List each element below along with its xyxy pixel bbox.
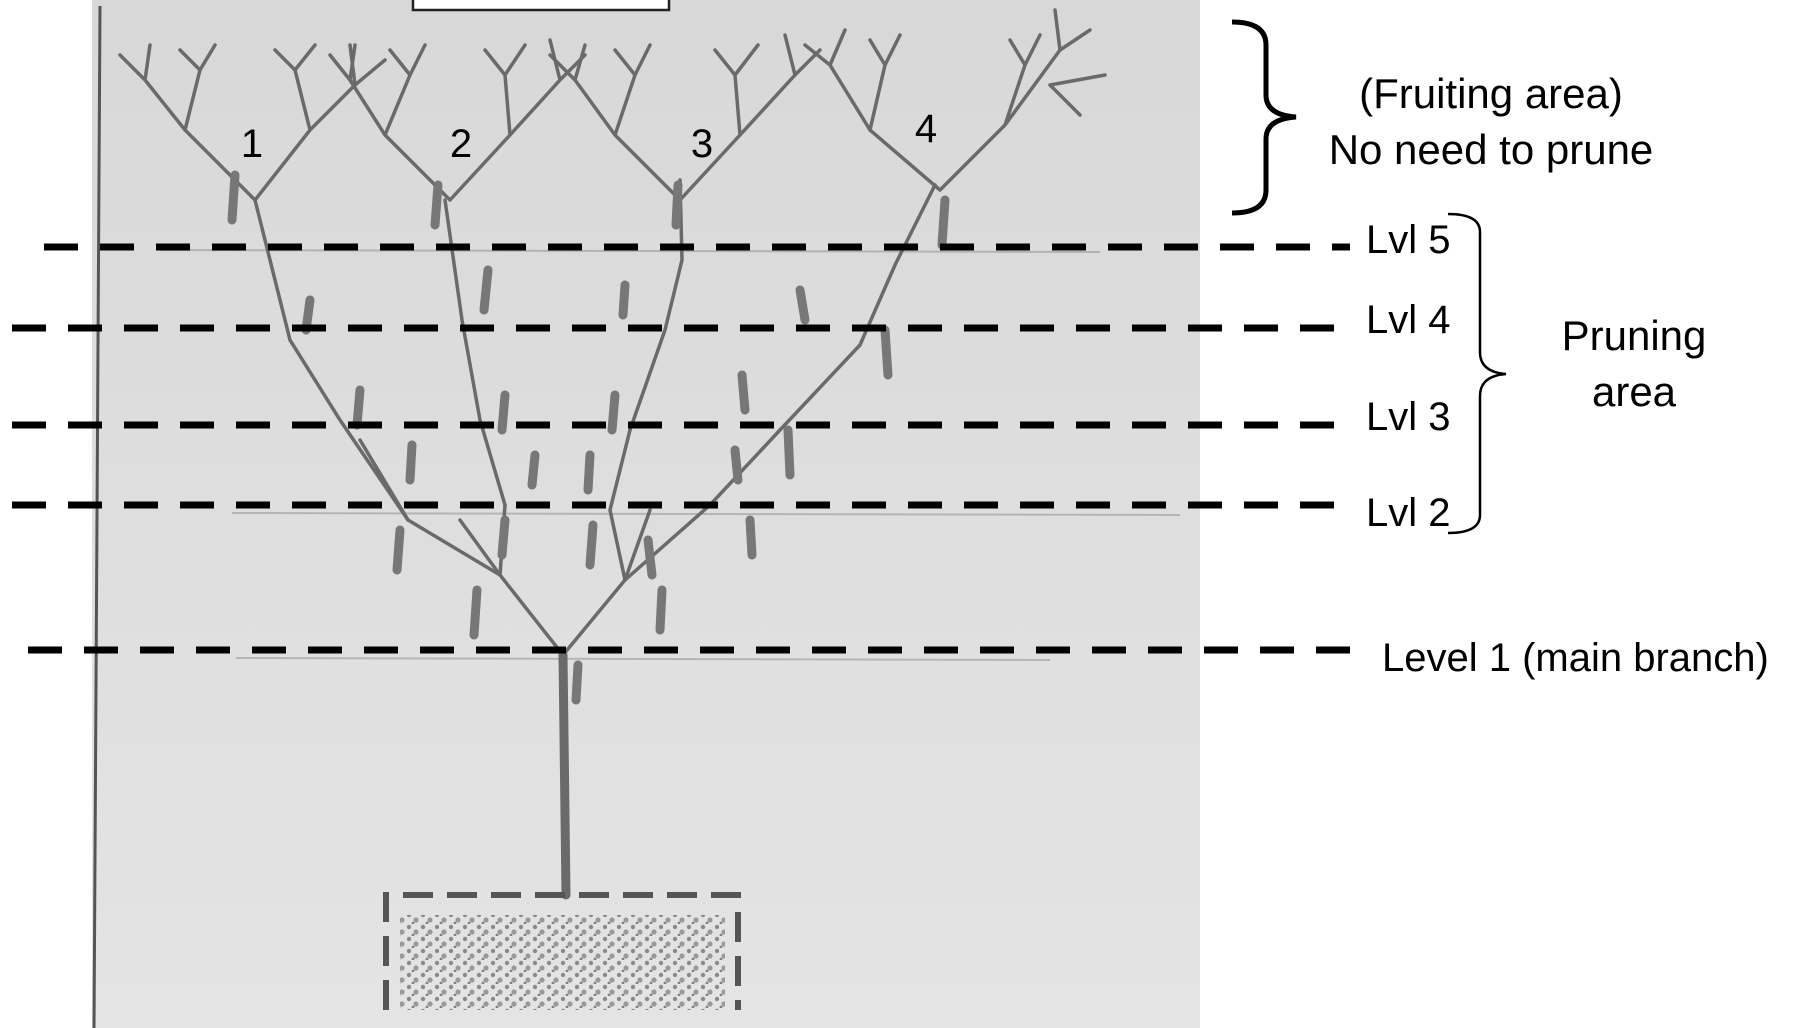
limb-3 (628, 178, 684, 432)
level-dashed-lines (12, 243, 1350, 654)
pruning-label: Pruning (1562, 312, 1707, 359)
crown-1 (118, 43, 387, 202)
limb-4 (778, 183, 937, 432)
lvl2-label: Lvl 2 (1366, 491, 1451, 535)
fruit-buds (227, 170, 950, 705)
tree-number-1: 1 (241, 122, 263, 166)
lvl5-label: Lvl 5 (1366, 218, 1451, 262)
faint-guide-lines (159, 249, 1181, 661)
crown-4 (803, 8, 1107, 192)
limb-2 (443, 198, 507, 507)
pot-outline (383, 892, 741, 1010)
tree-number-3: 3 (691, 122, 713, 166)
tree-trunk (558, 650, 571, 900)
area-label: area (1592, 368, 1677, 415)
fruiting-area-brace (1231, 19, 1297, 216)
pruning-area-brace (1447, 212, 1507, 535)
lvl4-label: Lvl 4 (1366, 298, 1451, 342)
limb-1 (253, 198, 410, 522)
pot (383, 892, 741, 1010)
tree-number-2: 2 (450, 122, 472, 166)
pot-soil (400, 915, 725, 1010)
crown-2 (328, 38, 587, 202)
tree-number-4: 4 (915, 107, 937, 151)
top-box-fragment (411, 0, 671, 12)
level1-label: Level 1 (main branch) (1382, 636, 1769, 680)
no-need-to-prune-label: No need to prune (1329, 126, 1654, 173)
fruiting-area-label: (Fruiting area) (1359, 70, 1623, 117)
lvl3-label: Lvl 3 (1366, 395, 1451, 439)
page-edge-line (92, 5, 102, 1028)
crown-3 (548, 33, 822, 202)
